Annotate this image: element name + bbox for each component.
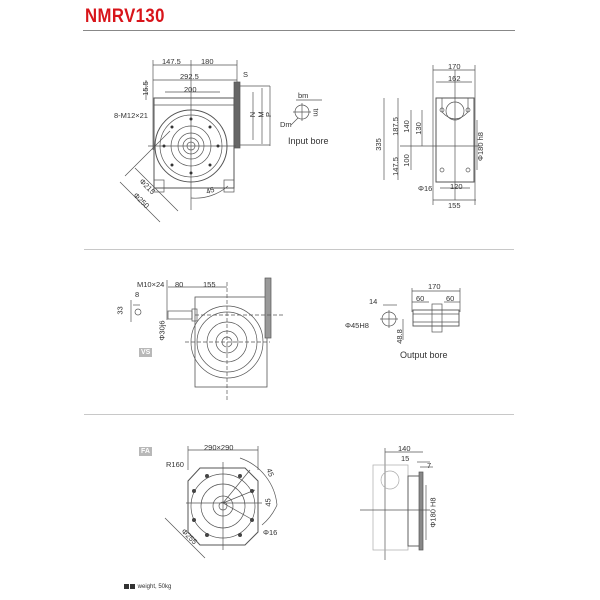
dim-170: 170 (448, 62, 461, 71)
dim-170: 170 (428, 282, 441, 291)
gearbox-side-view (383, 65, 480, 205)
dim-phi16: Φ16 (263, 528, 278, 537)
dim-P: P (264, 111, 274, 118)
dim-180: 180 (201, 57, 214, 66)
dim-187-5: 187.5 (390, 117, 400, 136)
dim-155: 155 (203, 280, 216, 289)
vs-view (130, 277, 285, 400)
bolt-spec: 8-M12×21 (114, 111, 148, 120)
section-divider-1 (84, 249, 514, 250)
output-bore-glyph (380, 288, 461, 340)
dim-130: 130 (413, 122, 423, 135)
weight-note: weight, 50kg (124, 584, 171, 590)
input-bore-glyph (290, 99, 322, 126)
angle-45-bottom: 45 (263, 498, 273, 507)
dim-phi180-h8: Φ180 H8 (428, 497, 438, 528)
dim-147-5: 147.5 (390, 157, 400, 176)
dim-8: 8 (135, 290, 140, 299)
dim-60-right: 60 (446, 294, 455, 303)
section-divider-2 (84, 414, 514, 415)
dim-Dm: Dm (280, 120, 292, 129)
title-rule (83, 30, 515, 31)
dim-tm: tm (311, 108, 321, 117)
dim-phi16: Φ16 (418, 184, 433, 193)
input-bore-caption: Input bore (288, 136, 329, 146)
dim-200: 200 (184, 85, 197, 94)
dim-80: 80 (175, 280, 184, 289)
dim-r160: R160 (166, 460, 184, 469)
weight-cjk-glyph (124, 584, 129, 589)
page-title: NMRV130 (85, 6, 165, 27)
weight-text: weight, 50kg (137, 584, 172, 591)
dim-292-5: 292.5 (180, 72, 199, 81)
dim-335: 335 (373, 138, 383, 151)
dim-bm: bm (298, 91, 309, 100)
dim-290x290: 290×290 (204, 443, 234, 452)
dim-phi45h8: Φ45H8 (345, 321, 369, 330)
dim-thread: M10×24 (137, 280, 165, 289)
output-bore-caption: Output bore (400, 350, 448, 360)
dim-140: 140 (398, 444, 411, 453)
dim-phi30j6: Φ30j6 (157, 320, 167, 341)
dim-100: 100 (401, 154, 411, 167)
dim-147-5: 147.5 (162, 57, 181, 66)
fa-flange-view (164, 446, 278, 559)
dim-15: 15 (401, 454, 410, 463)
dim-7: 7 (427, 461, 432, 470)
dim-33: 33 (115, 306, 125, 315)
dim-phi180-h8: Φ180 h8 (475, 132, 485, 161)
fa-side-view (360, 448, 433, 560)
dim-48-8: 48.8 (394, 329, 404, 344)
vs-tag: VS (139, 348, 153, 357)
dim-15-5: 15.5 (140, 81, 150, 96)
dim-S: S (243, 70, 249, 79)
fa-tag: FA (139, 447, 152, 456)
dim-60-left: 60 (416, 294, 425, 303)
weight-cjk-glyph (130, 584, 135, 589)
dim-162: 162 (448, 74, 461, 83)
dim-14: 14 (369, 297, 378, 306)
dim-155: 155 (448, 201, 461, 210)
dim-120: 120 (450, 182, 463, 191)
dim-140: 140 (401, 120, 411, 133)
gearbox-front-view (119, 60, 271, 223)
